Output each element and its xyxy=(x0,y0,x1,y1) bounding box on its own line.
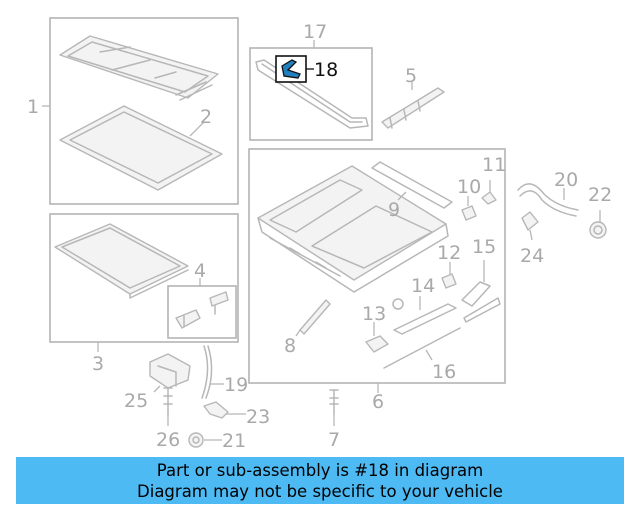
part-26-screw: 26 xyxy=(156,387,180,451)
parts-diagram: 1 2 3 4 17 xyxy=(27,17,612,452)
part-sunshade-panel xyxy=(54,223,189,299)
callout-20: 20 xyxy=(554,169,578,191)
part-8-plate: 8 xyxy=(284,299,331,357)
callout-4: 4 xyxy=(194,260,206,282)
part-11-clip: 11 xyxy=(481,154,506,205)
callout-2: 2 xyxy=(200,106,212,128)
part-12-clip: 12 xyxy=(437,242,461,289)
group-box-sunshade: 3 xyxy=(49,213,239,375)
part-sunshade-handles xyxy=(175,291,229,329)
part-glass-seal: 2 xyxy=(59,105,223,191)
callout-26: 26 xyxy=(156,429,180,451)
banner-line-1: Part or sub-assembly is #18 in diagram xyxy=(156,461,484,480)
callout-14: 14 xyxy=(411,275,435,297)
info-banner: Part or sub-assembly is #18 in diagram D… xyxy=(16,457,624,504)
callout-15: 15 xyxy=(472,236,496,258)
part-7-bolt: 7 xyxy=(328,389,340,451)
part-10-bracket: 10 xyxy=(457,176,481,221)
callout-25: 25 xyxy=(124,390,148,412)
group-box-17: 17 xyxy=(249,21,373,141)
group-box-frame: 6 xyxy=(248,148,506,413)
part-18-highlighted: 18 xyxy=(275,55,338,83)
part-22-clamp: 22 xyxy=(588,184,612,239)
callout-17: 17 xyxy=(303,21,327,43)
callout-12: 12 xyxy=(437,242,461,264)
part-21-grommet: 21 xyxy=(188,430,246,452)
callout-9: 9 xyxy=(388,199,400,221)
callout-21: 21 xyxy=(222,430,246,452)
part-19-hose: 19 xyxy=(201,345,248,399)
callout-19: 19 xyxy=(224,374,248,396)
part-drain-rail xyxy=(255,59,369,129)
part-13-block: 13 xyxy=(362,303,389,353)
callout-24: 24 xyxy=(520,245,544,267)
group-box-glass: 1 xyxy=(27,17,239,205)
callout-11: 11 xyxy=(482,154,506,176)
part-sunroof-frame: 9 xyxy=(257,161,453,293)
callout-6: 6 xyxy=(372,391,384,413)
part-24-clip: 24 xyxy=(520,211,544,267)
callout-7: 7 xyxy=(328,429,340,451)
callout-16: 16 xyxy=(432,361,456,383)
part-23-connector: 23 xyxy=(203,401,270,428)
part-5-side-rail: 5 xyxy=(381,65,445,129)
callout-10: 10 xyxy=(457,176,481,198)
part-20-hose: 20 xyxy=(517,169,579,217)
group-box-handles: 4 xyxy=(167,260,237,339)
callout-5: 5 xyxy=(405,65,417,87)
callout-13: 13 xyxy=(362,303,386,325)
callout-22: 22 xyxy=(588,184,612,206)
callout-8: 8 xyxy=(284,335,296,357)
callout-18: 18 xyxy=(314,59,338,81)
banner-line-2: Diagram may not be specific to your vehi… xyxy=(137,482,503,501)
callout-23: 23 xyxy=(246,406,270,428)
part-16-cable: 16 xyxy=(383,327,461,383)
callout-3: 3 xyxy=(92,353,104,375)
part-glass-panel xyxy=(59,35,219,101)
part-15-link: 15 xyxy=(461,236,496,307)
callout-1: 1 xyxy=(27,96,39,118)
part-25-motor: 25 xyxy=(124,353,191,412)
part-14-guide: 14 xyxy=(392,275,501,335)
